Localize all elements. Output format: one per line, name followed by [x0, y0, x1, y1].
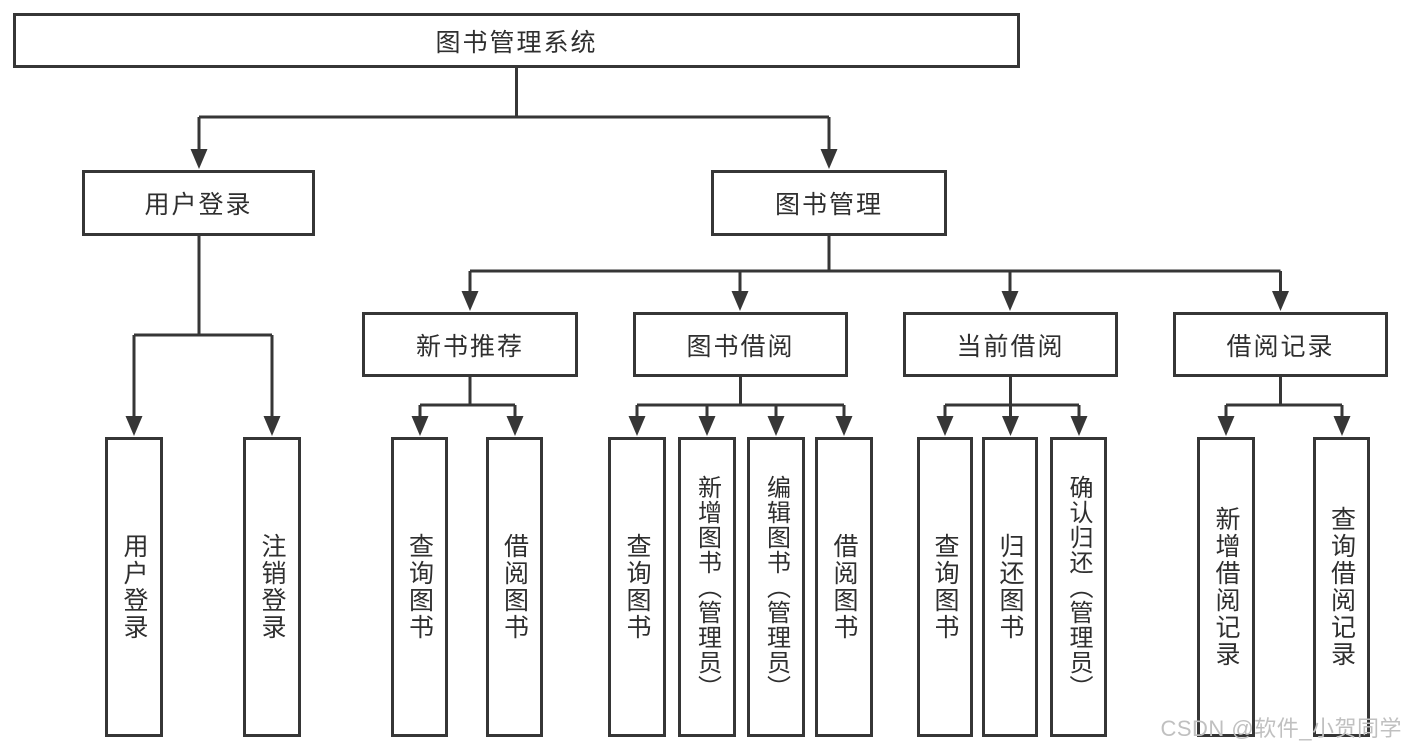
node-library-management-system: 图书管理系统: [13, 13, 1020, 68]
leaf-return-books: 归还图书: [982, 437, 1038, 737]
leaf-borrow-books-borrowing: 借阅图书: [815, 437, 873, 737]
leaf-logout-login: 注销登录: [243, 437, 301, 737]
leaf-add-borrow-record: 新增借阅记录: [1197, 437, 1255, 737]
leaf-user-login: 用户登录: [105, 437, 163, 737]
node-book-management: 图书管理: [711, 170, 947, 236]
leaf-edit-books-admin: 编辑图书（管理员）: [747, 437, 805, 737]
node-current-borrowing: 当前借阅: [903, 312, 1118, 377]
leaf-query-books-recommend: 查询图书: [391, 437, 448, 737]
leaf-query-books-borrowing: 查询图书: [608, 437, 666, 737]
leaf-confirm-return-admin: 确认归还（管理员）: [1050, 437, 1107, 737]
leaf-query-borrow-record: 查询借阅记录: [1313, 437, 1370, 737]
csdn-watermark: CSDN @软件_小贺同学: [1160, 716, 1402, 741]
node-user-login: 用户登录: [82, 170, 315, 236]
node-new-book-recommend: 新书推荐: [362, 312, 578, 377]
leaf-add-books-admin: 新增图书（管理员）: [678, 437, 736, 737]
node-borrowing-records: 借阅记录: [1173, 312, 1388, 377]
node-book-borrowing: 图书借阅: [633, 312, 848, 377]
leaf-borrow-books-recommend: 借阅图书: [486, 437, 543, 737]
leaf-query-books-current: 查询图书: [917, 437, 973, 737]
